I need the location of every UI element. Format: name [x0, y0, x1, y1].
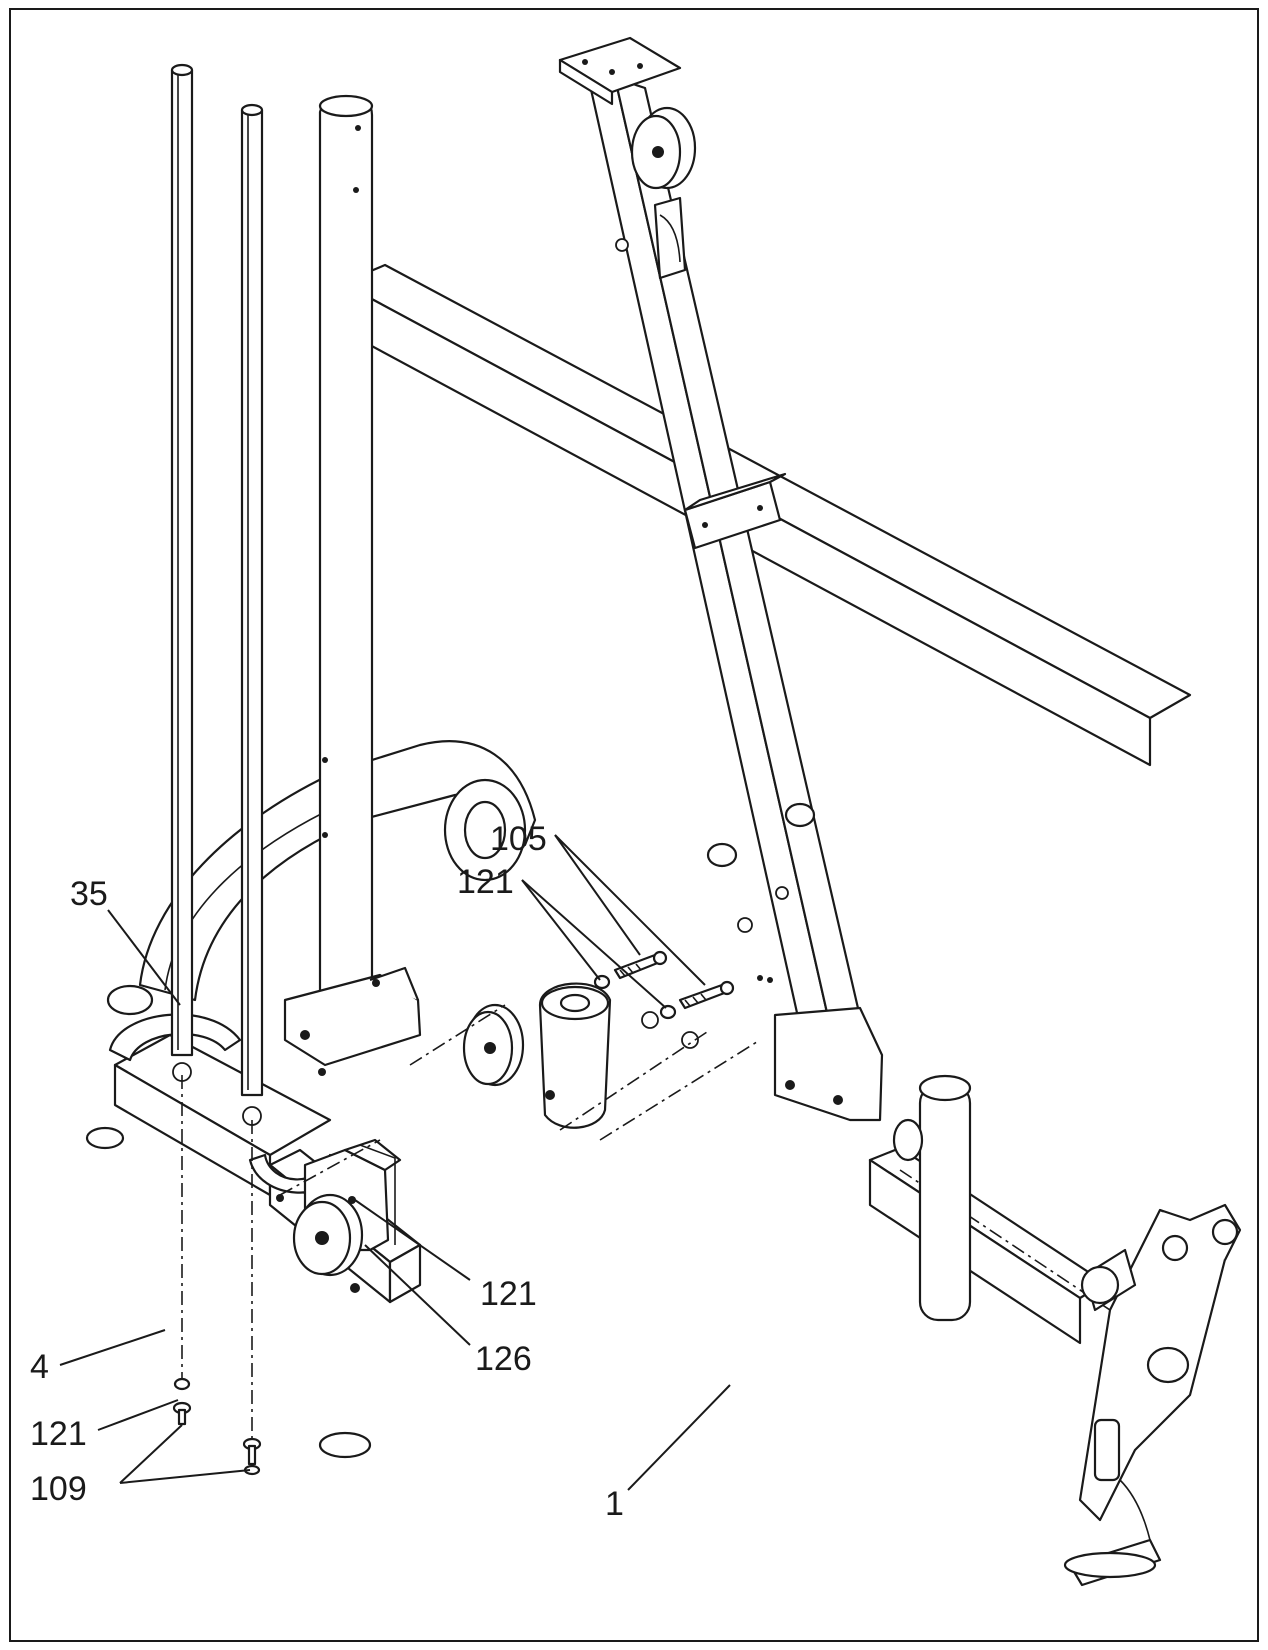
- leader-105-b: [554, 834, 706, 986]
- leader-126: [364, 1244, 471, 1346]
- callout-1: 1: [605, 1485, 624, 1523]
- leader-121-top-b: [521, 879, 667, 1009]
- lower-cross-tube: [868, 1146, 1141, 1345]
- guide-rod-right: [240, 103, 264, 1097]
- diagram-border: [9, 8, 1259, 1642]
- bottom-fastener-set: [172, 1075, 262, 1476]
- leader-121-bottom: [97, 1399, 179, 1431]
- leader-121-top-a: [521, 879, 601, 981]
- leader-105-a: [554, 834, 641, 956]
- leader-109-a: [119, 1424, 183, 1484]
- leader-4: [59, 1329, 166, 1366]
- callout-109: 109: [30, 1470, 87, 1508]
- callout-35: 35: [70, 875, 108, 913]
- leader-121-mid: [354, 1199, 471, 1281]
- callout-121-bottom: 121: [30, 1415, 87, 1453]
- lower-pulley-assembly: [276, 1138, 402, 1277]
- tall-square-post: [283, 94, 422, 1076]
- center-pulley-bracket: [462, 982, 612, 1129]
- guide-rod-left: [170, 63, 194, 1057]
- leader-lines: [59, 834, 731, 1491]
- front-foot-bracket: [1063, 1203, 1242, 1587]
- callout-126: 126: [475, 1340, 532, 1378]
- callout-121-mid: 121: [480, 1275, 537, 1313]
- callout-105: 105: [490, 820, 547, 858]
- callout-4: 4: [30, 1348, 49, 1386]
- leader-1: [627, 1384, 731, 1491]
- slanted-upright: [558, 36, 884, 1122]
- callout-121-top: 121: [457, 863, 514, 901]
- leader-109-b: [119, 1469, 251, 1484]
- leader-35: [107, 909, 181, 1006]
- short-upright-post: [892, 1074, 972, 1322]
